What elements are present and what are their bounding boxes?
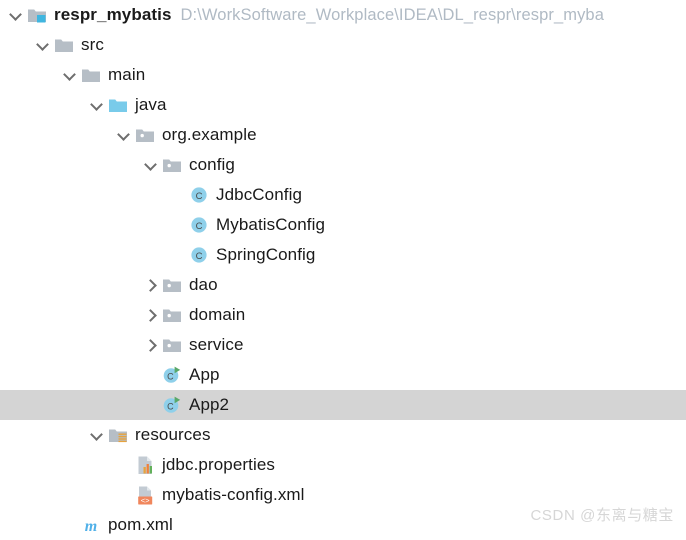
tree-node-label: App2 [189,395,230,414]
tree-row-service[interactable]: service [0,330,686,360]
xml-file-icon: <> [134,484,156,506]
chevron-right-icon[interactable] [141,305,161,325]
chevron-down-icon[interactable] [60,65,80,85]
tree-row-springconfig[interactable]: C SpringConfig [0,240,686,270]
toggle-placeholder [168,245,188,265]
java-runnable-class-icon: C [161,394,183,416]
tree-node-label: main [108,65,146,84]
tree-node-label: java [135,95,167,114]
indent-spacer [0,525,60,526]
indent-spacer [0,435,87,436]
package-icon [161,154,183,176]
tree-row-app[interactable]: C App [0,360,686,390]
properties-file-icon [134,454,156,476]
tree-row-config[interactable]: config [0,150,686,180]
indent-spacer [0,165,141,166]
chevron-right-icon[interactable] [141,335,161,355]
folder-icon [53,34,75,56]
folder-icon [80,64,102,86]
tree-row-pom-xml[interactable]: m pom.xml [0,510,686,540]
svg-text:C: C [196,191,203,202]
indent-spacer [0,225,168,226]
indent-spacer [0,135,114,136]
tree-row-dao[interactable]: dao [0,270,686,300]
tree-node-label: domain [189,305,246,324]
chevron-down-icon[interactable] [6,5,26,25]
chevron-down-icon[interactable] [114,125,134,145]
indent-spacer [0,375,141,376]
tree-row-domain[interactable]: domain [0,300,686,330]
indent-spacer [0,495,114,496]
chevron-down-icon[interactable] [141,155,161,175]
tree-node-label: jdbc.properties [162,455,276,474]
toggle-placeholder [168,185,188,205]
svg-text:C: C [167,401,174,411]
tree-row-app2[interactable]: C App2 [0,390,686,420]
java-class-icon: C [188,214,210,236]
package-icon [134,124,156,146]
toggle-placeholder [114,455,134,475]
chevron-down-icon[interactable] [87,95,107,115]
tree-node-label: resources [135,425,211,444]
resources-root-folder-icon [107,424,129,446]
tree-row-resources[interactable]: resources [0,420,686,450]
tree-node-label: service [189,335,244,354]
tree-node-label: org.example [162,125,257,144]
sources-root-folder-icon [107,94,129,116]
indent-spacer [0,45,33,46]
indent-spacer [0,465,114,466]
indent-spacer [0,285,141,286]
module-folder-icon [26,4,48,26]
tree-node-label: SpringConfig [216,245,316,264]
tree-node-label: MybatisConfig [216,215,326,234]
svg-text:C: C [196,221,203,232]
tree-row-org-example[interactable]: org.example [0,120,686,150]
tree-node-label: respr_mybatis [54,5,172,24]
indent-spacer [0,105,87,106]
maven-pom-icon: m [80,514,102,536]
svg-text:<>: <> [141,496,150,505]
svg-text:C: C [167,371,174,381]
tree-row-mybatis-config-xml[interactable]: <> mybatis-config.xml [0,480,686,510]
indent-spacer [0,405,141,406]
toggle-placeholder [60,515,80,535]
indent-spacer [0,255,168,256]
tree-node-label: App [189,365,220,384]
project-path-label: D:\WorkSoftware_Workplace\IDEA\DL_respr\… [180,5,604,24]
tree-row-java[interactable]: java [0,90,686,120]
indent-spacer [0,195,168,196]
chevron-right-icon[interactable] [141,275,161,295]
toggle-placeholder [114,485,134,505]
tree-node-label: pom.xml [108,515,173,534]
tree-row-main[interactable]: main [0,60,686,90]
tree-node-label: mybatis-config.xml [162,485,305,504]
svg-text:C: C [196,251,203,262]
toggle-placeholder [141,395,161,415]
toggle-placeholder [141,365,161,385]
tree-row-src[interactable]: src [0,30,686,60]
tree-row-mybatisconfig[interactable]: C MybatisConfig [0,210,686,240]
package-icon [161,304,183,326]
package-icon [161,274,183,296]
tree-row-respr-mybatis[interactable]: respr_mybatis D:\WorkSoftware_Workplace\I… [0,0,686,30]
tree-node-label: config [189,155,235,174]
chevron-down-icon[interactable] [87,425,107,445]
java-class-icon: C [188,244,210,266]
tree-node-label: src [81,35,104,54]
java-class-icon: C [188,184,210,206]
tree-node-label: JdbcConfig [216,185,303,204]
package-icon [161,334,183,356]
svg-text:m: m [85,518,97,535]
chevron-down-icon[interactable] [33,35,53,55]
tree-row-jdbc-properties[interactable]: jdbc.properties [0,450,686,480]
indent-spacer [0,75,60,76]
indent-spacer [0,315,141,316]
csdn-watermark: CSDN @东离与糖宝 [530,507,674,524]
java-runnable-class-icon: C [161,364,183,386]
tree-row-jdbcconfig[interactable]: C JdbcConfig [0,180,686,210]
toggle-placeholder [168,215,188,235]
indent-spacer [0,345,141,346]
tree-node-label: dao [189,275,218,294]
